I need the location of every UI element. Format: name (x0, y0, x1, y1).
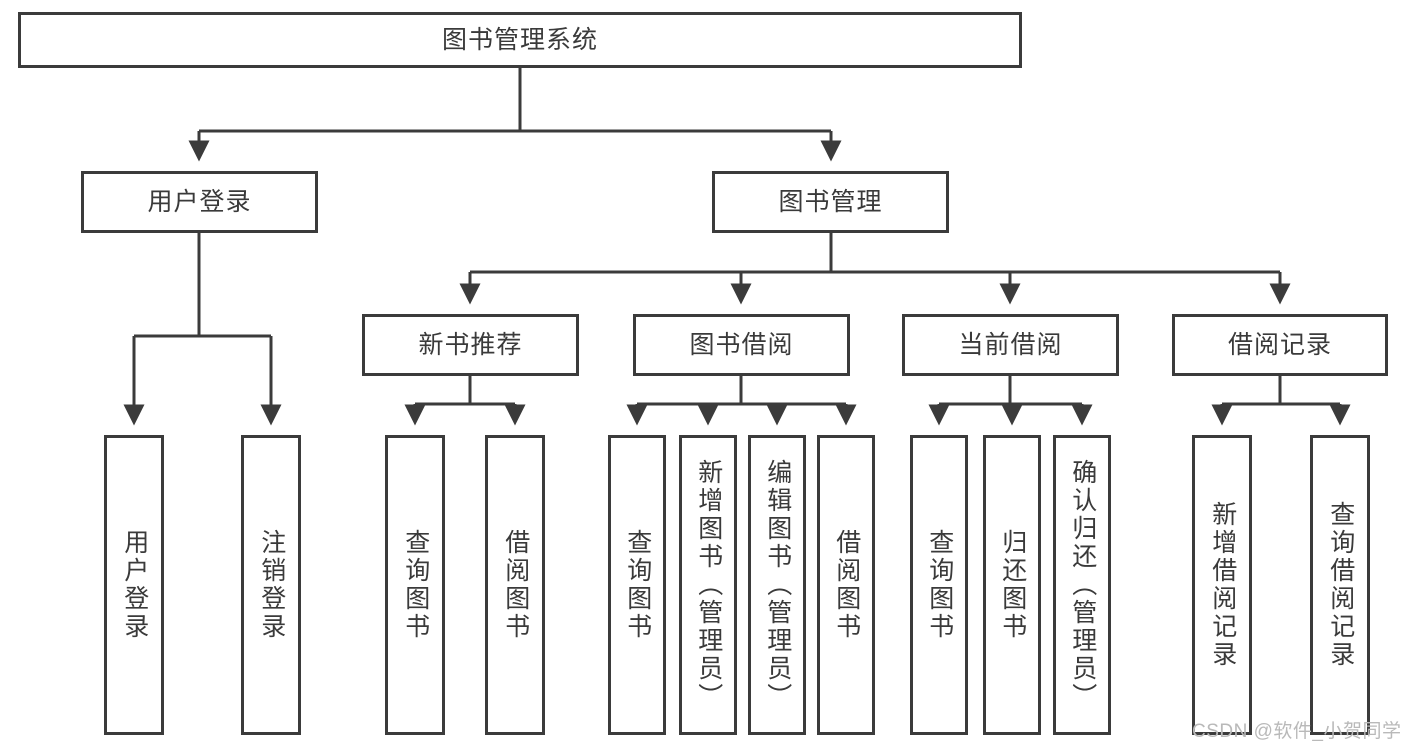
node-leaf-query-book-current[interactable]: 查询图书 (910, 435, 968, 735)
node-leaf-query-borrow-record-label: 查询借阅记录 (1326, 501, 1355, 669)
node-leaf-user-login[interactable]: 用户登录 (104, 435, 164, 735)
node-leaf-return-book-label: 归还图书 (998, 529, 1027, 641)
connector-bookborrow-to-leaves (626, 376, 857, 426)
node-leaf-query-borrow-record[interactable]: 查询借阅记录 (1310, 435, 1370, 735)
connector-borrowrecord-to-leaves (1211, 376, 1351, 426)
node-leaf-add-borrow-record[interactable]: 新增借阅记录 (1192, 435, 1252, 735)
node-leaf-query-book-rec[interactable]: 查询图书 (385, 435, 445, 735)
node-leaf-add-book-admin[interactable]: 新增图书（管理员） (679, 435, 737, 735)
connector-root-to-level2 (188, 68, 842, 162)
node-user-login[interactable]: 用户登录 (81, 171, 318, 233)
node-new-book-recommend-label: 新书推荐 (418, 330, 523, 359)
node-book-borrow[interactable]: 图书借阅 (633, 314, 850, 376)
node-leaf-borrow-book[interactable]: 借阅图书 (817, 435, 875, 735)
node-current-borrow[interactable]: 当前借阅 (902, 314, 1119, 376)
connector-currentborrow-to-leaves (928, 376, 1093, 426)
connector-bookmanage-to-level3 (459, 233, 1291, 305)
node-leaf-edit-book-admin[interactable]: 编辑图书（管理员） (748, 435, 806, 735)
node-root[interactable]: 图书管理系统 (18, 12, 1022, 68)
node-book-manage[interactable]: 图书管理 (712, 171, 949, 233)
node-leaf-query-book-current-label: 查询图书 (925, 529, 954, 641)
node-leaf-edit-book-admin-label: 编辑图书（管理员） (763, 459, 792, 711)
node-borrow-record[interactable]: 借阅记录 (1172, 314, 1388, 376)
node-leaf-confirm-return-admin[interactable]: 确认归还（管理员） (1053, 435, 1111, 735)
node-leaf-query-book-borrow[interactable]: 查询图书 (608, 435, 666, 735)
node-book-borrow-label: 图书借阅 (689, 330, 794, 359)
connector-newbook-to-leaves (404, 376, 526, 426)
node-leaf-user-logout-label: 注销登录 (257, 529, 286, 641)
node-leaf-user-logout[interactable]: 注销登录 (241, 435, 301, 735)
node-leaf-borrow-book-rec-label: 借阅图书 (501, 529, 530, 641)
node-leaf-confirm-return-admin-label: 确认归还（管理员） (1068, 459, 1097, 711)
connector-userlogin-to-leaves (123, 233, 282, 426)
node-leaf-query-book-borrow-label: 查询图书 (623, 529, 652, 641)
node-leaf-borrow-book-label: 借阅图书 (832, 529, 861, 641)
node-root-label: 图书管理系统 (441, 25, 598, 54)
node-leaf-borrow-book-rec[interactable]: 借阅图书 (485, 435, 545, 735)
node-user-login-label: 用户登录 (147, 187, 252, 216)
node-current-borrow-label: 当前借阅 (958, 330, 1063, 359)
node-leaf-user-login-label: 用户登录 (120, 529, 149, 641)
node-leaf-query-book-rec-label: 查询图书 (401, 529, 430, 641)
node-leaf-add-borrow-record-label: 新增借阅记录 (1208, 501, 1237, 669)
node-book-manage-label: 图书管理 (778, 187, 883, 216)
csdn-watermark: CSDN @软件_小贺同学 (1192, 721, 1402, 742)
node-leaf-return-book[interactable]: 归还图书 (983, 435, 1041, 735)
node-borrow-record-label: 借阅记录 (1227, 330, 1332, 359)
node-new-book-recommend[interactable]: 新书推荐 (362, 314, 579, 376)
node-leaf-add-book-admin-label: 新增图书（管理员） (694, 459, 723, 711)
